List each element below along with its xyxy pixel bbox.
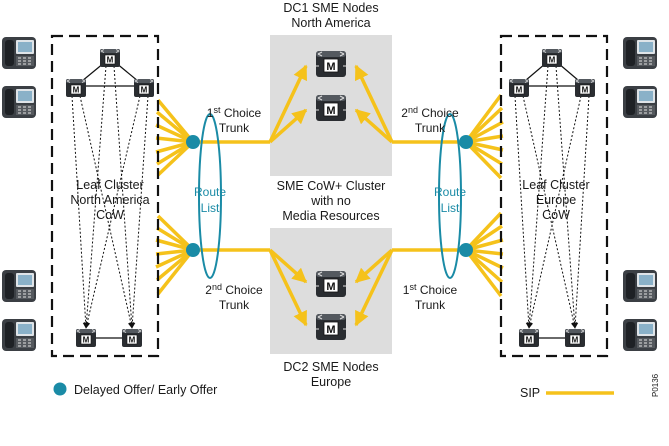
phone-icon — [622, 269, 658, 303]
trunk-label-right-bottom: 1st Choice Trunk — [403, 282, 458, 312]
phone-icon — [1, 85, 37, 119]
svg-text:2nd Choice: 2nd Choice — [205, 282, 263, 297]
cucm-server-icon — [315, 50, 347, 78]
cucm-server-icon — [574, 78, 596, 98]
phone-icon — [1, 36, 37, 70]
trunk-label-left-bottom: 2nd Choice Trunk — [205, 282, 263, 312]
phone-icon — [1, 318, 37, 352]
cucm-server-icon — [315, 94, 347, 122]
left-cluster-label-line1: Leaf Cluster — [76, 178, 143, 192]
right-route-list-label-line1: Route — [434, 185, 466, 199]
sip-links — [155, 93, 504, 298]
legend-offer-dot — [53, 382, 67, 396]
left-leaf-cluster-box — [50, 34, 160, 358]
cucm-server-icon — [133, 78, 155, 98]
svg-text:1st Choice: 1st Choice — [207, 105, 262, 120]
offer-dot-left-top — [186, 135, 200, 149]
dc2-label-line2: Europe — [311, 375, 351, 389]
cucm-server-icon — [65, 78, 87, 98]
offer-dot-left-bottom — [186, 243, 200, 257]
cucm-server-icon — [315, 313, 347, 341]
phone-icon — [622, 36, 658, 70]
cucm-server-icon — [518, 328, 540, 348]
right-route-list-label-line2: List — [441, 201, 460, 215]
figure-id: P0136 — [651, 373, 660, 397]
cucm-server-icon — [564, 328, 586, 348]
svg-text:1st Choice: 1st Choice — [403, 282, 458, 297]
svg-text:Trunk: Trunk — [415, 298, 446, 312]
svg-text:Trunk: Trunk — [415, 121, 446, 135]
cucm-server-icon — [75, 328, 97, 348]
svg-text:Trunk: Trunk — [219, 298, 250, 312]
phone-icon — [622, 85, 658, 119]
left-cluster-label-line3: CoW — [96, 208, 124, 222]
svg-text:2nd Choice: 2nd Choice — [401, 105, 459, 120]
left-cluster-label-line2: North America — [70, 193, 149, 207]
trunk-label-right-top: 2nd Choice Trunk — [401, 105, 459, 135]
svg-text:Trunk: Trunk — [219, 121, 250, 135]
cucm-server-icon — [315, 270, 347, 298]
dc2-label-line1: DC2 SME Nodes — [283, 360, 378, 374]
cucm-server-icon — [99, 48, 121, 68]
right-cluster-label-line3: CoW — [542, 208, 570, 222]
left-route-list-label-line1: Route — [194, 185, 226, 199]
phone-icon — [622, 318, 658, 352]
offer-dot-right-top — [459, 135, 473, 149]
dc1-label-line2: North America — [291, 16, 370, 30]
cucm-server-icon — [541, 48, 563, 68]
trunk-label-left-top: 1st Choice Trunk — [207, 105, 262, 135]
offer-dot-right-bottom — [459, 243, 473, 257]
legend-sip-label: SIP — [520, 386, 540, 400]
sip-arrows — [268, 64, 394, 327]
dc1-label-line1: DC1 SME Nodes — [283, 1, 378, 15]
phone-icon — [1, 269, 37, 303]
right-leaf-cluster-box — [499, 34, 609, 358]
cucm-server-icon — [121, 328, 143, 348]
center-label-line3: Media Resources — [282, 209, 379, 223]
left-route-list-label-line2: List — [201, 201, 220, 215]
center-label-line1: SME CoW+ Cluster — [277, 179, 386, 193]
cucm-server-icon — [508, 78, 530, 98]
right-route-list-ellipse — [438, 113, 462, 279]
right-cluster-label-line2: Europe — [536, 193, 576, 207]
legend-offer-label: Delayed Offer/ Early Offer — [74, 383, 217, 397]
center-label-line2: with no — [310, 194, 351, 208]
left-route-list-ellipse — [198, 113, 222, 279]
right-cluster-label-line1: Leaf Cluster — [522, 178, 589, 192]
